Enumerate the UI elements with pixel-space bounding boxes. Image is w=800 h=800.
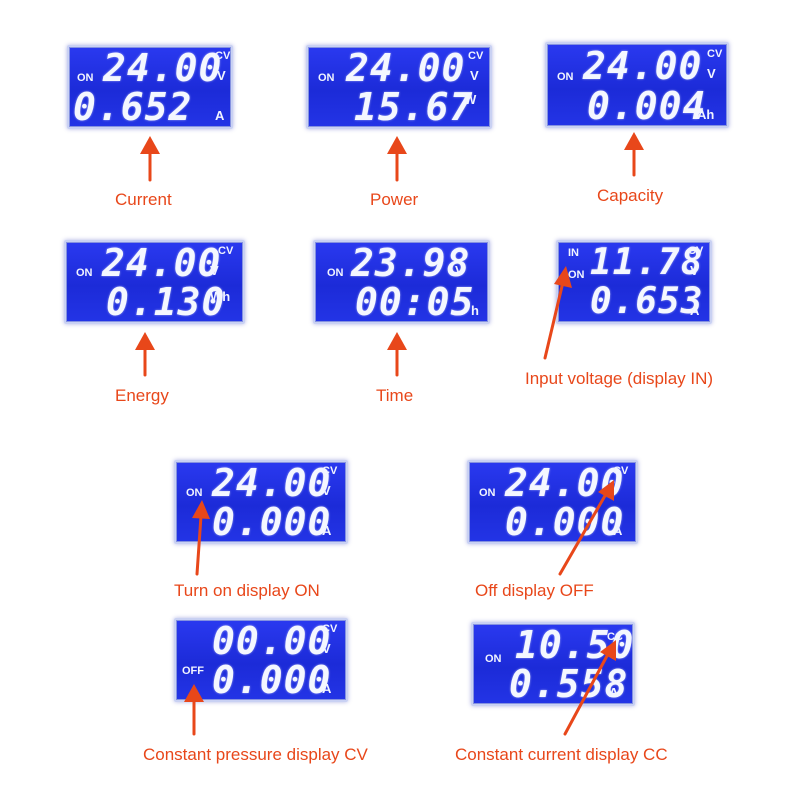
arrow-energy: [135, 332, 155, 377]
arrow-capacity: [624, 132, 644, 177]
lcd-panel-off: ON 24.00 CV V 0.000 A: [467, 460, 638, 544]
status-indicator: OFF: [182, 665, 204, 677]
voltage-unit: V: [322, 483, 331, 498]
lcd-panel-power: ON 24.00 CV V 15.67 W: [306, 45, 492, 129]
status-indicator: ON: [479, 487, 496, 499]
arrow-off: [558, 480, 614, 576]
status-indicator: ON: [318, 72, 335, 84]
status-indicator: ON: [76, 267, 93, 279]
secondary-unit: A: [613, 523, 623, 538]
voltage-unit: V: [470, 68, 479, 83]
status-indicator: ON: [327, 267, 344, 279]
status-indicator: ON: [557, 71, 574, 83]
voltage-readout: 24.00: [102, 241, 222, 285]
mode-indicator: CV: [707, 48, 723, 60]
voltage-readout: 24.00: [346, 46, 466, 90]
voltage-readout: 24.00: [103, 46, 223, 90]
secondary-unit: A: [690, 303, 700, 318]
voltage-unit: V: [217, 68, 226, 83]
voltage-unit: V: [707, 66, 716, 81]
secondary-unit: A: [609, 685, 619, 700]
secondary-unit: A: [322, 523, 332, 538]
voltage-readout: 11.78: [590, 242, 704, 283]
mode-indicator: CV: [218, 245, 234, 257]
voltage-readout: 23.98: [351, 241, 471, 285]
status-indicator-on: ON: [568, 269, 585, 281]
lcd-panel-turn-on: ON 24.00 CV V 0.000 A: [174, 460, 348, 544]
mode-indicator: CV: [688, 245, 704, 257]
caption-cc: Constant current display CC: [455, 745, 668, 764]
status-indicator-in: IN: [568, 247, 579, 259]
mode-indicator: CV: [322, 623, 338, 635]
status-indicator: ON: [485, 653, 502, 665]
caption-current: Current: [115, 190, 172, 209]
voltage-unit: V: [322, 641, 331, 656]
voltage-unit: V: [455, 263, 464, 278]
secondary-readout: 0.558: [509, 662, 629, 706]
voltage-readout: 24.00: [212, 461, 332, 505]
secondary-readout: 0.652: [73, 85, 193, 129]
arrow-cv: [184, 684, 204, 736]
secondary-readout: 0.130: [106, 280, 226, 324]
caption-time: Time: [376, 386, 414, 405]
mode-indicator: CV: [322, 465, 338, 477]
lcd-panel-capacity: ON 24.00 CV V 0.004 Ah: [545, 42, 729, 128]
caption-power: Power: [370, 190, 419, 209]
voltage-unit: V: [690, 263, 699, 278]
caption-capacity: Capacity: [597, 186, 664, 205]
secondary-readout: 15.67: [354, 85, 474, 129]
caption-input: Input voltage (display IN): [525, 369, 714, 388]
secondary-readout: 0.653: [590, 281, 704, 322]
voltage-readout: 24.00: [583, 44, 703, 88]
secondary-readout: 0.004: [587, 84, 707, 128]
mode-indicator: CC: [607, 631, 623, 643]
mode-indicator: CV: [215, 50, 231, 62]
secondary-unit: h: [471, 303, 479, 318]
lcd-panel-current: ON 24.00 CV V 0.652 A: [67, 45, 233, 129]
lcd-panel-time: ON 23.98 V 00:05 h: [313, 240, 490, 324]
caption-cv: Constant pressure display CV: [143, 745, 368, 764]
caption-turn-on: Turn on display ON: [174, 581, 320, 600]
secondary-unit: A: [215, 108, 225, 123]
caption-off: Off display OFF: [475, 581, 594, 600]
arrow-turn-on: [192, 500, 210, 576]
caption-energy: Energy: [115, 386, 169, 405]
lcd-panel-energy: ON 24.00 CV V 0.130 Wh: [64, 240, 245, 324]
arrow-current: [140, 136, 160, 182]
secondary-unit: Wh: [210, 289, 231, 304]
secondary-readout: 0.000: [505, 500, 625, 544]
status-indicator: ON: [77, 72, 94, 84]
secondary-readout: 00:05: [355, 280, 475, 324]
voltage-readout: 00.00: [212, 619, 332, 663]
status-indicator: ON: [186, 487, 203, 499]
secondary-unit: A: [322, 681, 332, 696]
mode-indicator: CV: [613, 465, 629, 477]
lcd-panel-cv: OFF 00.00 CV V 0.000 A: [174, 618, 348, 702]
secondary-unit: Ah: [697, 107, 715, 122]
voltage-unit: V: [210, 263, 219, 278]
secondary-readout: 0.000: [212, 658, 332, 702]
arrow-power: [387, 136, 407, 182]
arrow-time: [387, 332, 407, 377]
arrow-input: [543, 266, 572, 360]
mode-indicator: CV: [468, 50, 484, 62]
secondary-readout: 0.000: [212, 500, 332, 544]
arrow-cc: [563, 640, 616, 736]
secondary-unit: W: [464, 92, 477, 107]
